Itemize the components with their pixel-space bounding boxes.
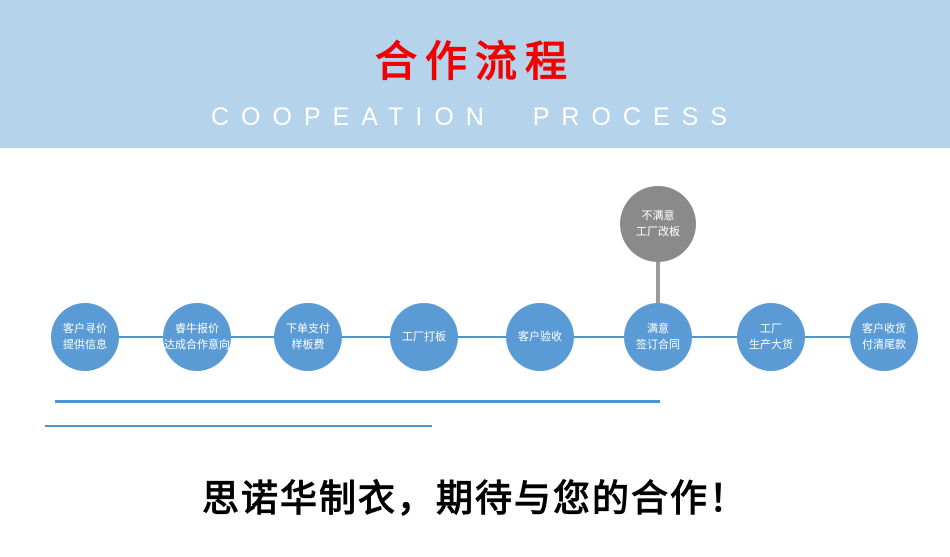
flow-branch-label: 工厂改板 (636, 226, 680, 238)
flow-step-node: 工厂打板 (390, 303, 458, 371)
flow-step-label: 满意 (647, 322, 669, 335)
flow-branch-label: 不满意 (641, 209, 675, 222)
slogan-text: 思诺华制衣，期待与您的合作！ (202, 478, 748, 519)
decorative-line-short (45, 425, 432, 427)
flow-step-label: 提供信息 (63, 339, 107, 351)
flow-step-label: 客户验收 (518, 330, 562, 343)
flow-step-label: 睿牛报价 (175, 322, 219, 335)
flow-step-node: 客户验收 (506, 303, 574, 371)
page-subtitle: COOPEATION PROCESS (210, 103, 740, 131)
flow-step-node: 睿牛报价 达成合作意向 (163, 303, 231, 371)
branch-connector-line (656, 258, 660, 306)
flow-step-node: 客户寻价 提供信息 (51, 303, 119, 371)
flow-diagram: 不满意 工厂改板 客户寻价 提供信息 睿牛报价 达成合作意向 下单支付 样板费 … (0, 148, 950, 448)
flow-step-label: 达成合作意向 (164, 339, 230, 351)
flow-step-label: 客户收货 (862, 322, 906, 335)
flow-step-node: 满意 签订合同 (624, 303, 692, 371)
flow-step-node: 客户收货 付清尾款 (850, 303, 918, 371)
flow-branch-node: 不满意 工厂改板 (620, 186, 696, 262)
flow-connector-line (85, 336, 884, 338)
page-title: 合作流程 (374, 38, 575, 85)
flow-step-label: 生产大货 (749, 339, 793, 351)
flow-step-label: 工厂打板 (402, 330, 446, 343)
flow-step-label: 工厂 (760, 322, 782, 335)
flow-step-label: 签订合同 (636, 339, 680, 351)
flow-step-label: 付清尾款 (862, 339, 906, 351)
decorative-line-long (55, 400, 660, 403)
flow-step-node: 工厂 生产大货 (737, 303, 805, 371)
flow-step-label: 下单支付 (286, 322, 330, 335)
flow-step-node: 下单支付 样板费 (274, 303, 342, 371)
banner: 合作流程 COOPEATION PROCESS (0, 0, 950, 148)
flow-step-label: 样板费 (291, 339, 325, 351)
flow-step-label: 客户寻价 (63, 322, 107, 335)
